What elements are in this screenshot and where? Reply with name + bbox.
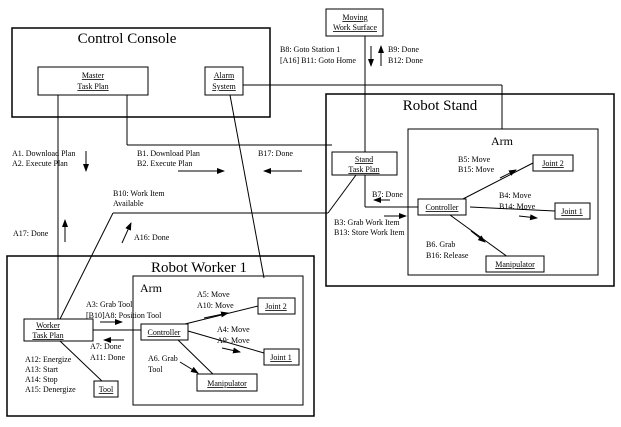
control-console-title: Control Console: [78, 31, 177, 47]
msg-a6-1: A6. Grab: [148, 354, 178, 363]
msg-a3: A3: Grab Tool: [86, 300, 133, 309]
robot-stand-title: Robot Stand: [403, 98, 478, 114]
worker-joint2-node[interactable]: Joint 2: [257, 297, 296, 315]
msg-b6: B6. Grab: [426, 240, 455, 249]
stand-manipulator-label: Manipulator: [495, 260, 535, 269]
msg-b8: B8: Goto Station 1: [280, 45, 340, 54]
stand-arm-box: [407, 128, 599, 276]
msg-b4: B4: Move: [499, 191, 532, 200]
master-task-plan-node[interactable]: Master Task Plan: [37, 66, 149, 96]
tool-label: Tool: [99, 385, 114, 394]
stand-controller-label: Controller: [426, 203, 459, 212]
msg-b13: B13: Store Work Item: [334, 228, 405, 237]
msg-a13: A13: Start: [25, 365, 59, 374]
robot-stand-box: [325, 93, 615, 287]
stand-task-plan-label-2: Task Plan: [348, 165, 379, 174]
msg-a6-2: Tool: [148, 365, 163, 374]
stand-manipulator-node[interactable]: Manipulator: [485, 255, 545, 273]
alarm-to-worker-line: [229, 94, 265, 279]
msg-a15: A15: Denergize: [25, 385, 76, 394]
stand-arm-title: Arm: [491, 134, 514, 148]
worker-task-plan-node[interactable]: Worker Task Plan: [23, 318, 94, 342]
worker-arm-box: [132, 275, 304, 406]
msg-a7: A7: Done: [90, 342, 122, 351]
msg-b10-1: B10: Work Item: [113, 189, 165, 198]
stand-to-worker-line-a: [327, 174, 357, 214]
worker-joint2-label: Joint 2: [265, 302, 287, 311]
worker-manipulator-label: Manipulator: [207, 379, 247, 388]
msg-b11: [A16] B11: Goto Home: [280, 56, 356, 65]
moving-work-surface-node[interactable]: Moving Work Surface: [325, 8, 384, 37]
msg-b16: B16: Release: [426, 251, 469, 260]
msg-a16: A16: Done: [134, 233, 170, 242]
msg-a5: A5: Move: [197, 290, 230, 299]
arrow-a6: [179, 361, 199, 374]
worker-manipulator-node[interactable]: Manipulator: [196, 373, 258, 392]
robot-worker-box: [6, 255, 315, 417]
stand-joint1-label: Joint 1: [561, 207, 583, 216]
msg-a2: A2. Execute Plan: [12, 159, 68, 168]
msg-b9: B9: Done: [388, 45, 419, 54]
msg-a8: [B10]A8: Position Tool: [86, 311, 162, 320]
tool-node[interactable]: Tool: [93, 380, 119, 398]
arrow-b4: [518, 214, 538, 221]
arrow-a4: [221, 347, 241, 354]
worker-controller-node[interactable]: Controller: [140, 323, 189, 341]
stand-joint2-label: Joint 2: [542, 159, 564, 168]
moving-work-surface-label-2: Work Surface: [333, 23, 377, 32]
stand-task-plan-label-1: Stand: [355, 155, 373, 164]
worker-arm-title: Arm: [140, 281, 163, 295]
arrow-b6: [470, 230, 486, 243]
control-console-box: [11, 27, 271, 118]
master-task-plan-label-1: Master: [82, 71, 105, 80]
alarm-system-label-2: System: [212, 82, 236, 91]
arrow-b10-up: [121, 222, 132, 244]
stand-ctrl-joint1-line: [469, 206, 556, 212]
msg-a10: A10: Move: [197, 301, 234, 310]
robot-worker-title: Robot Worker 1: [151, 260, 247, 276]
msg-b1: B1. Download Plan: [137, 149, 200, 158]
msg-b17: B17: Done: [258, 149, 293, 158]
msg-a14: A14: Stop: [25, 375, 58, 384]
stand-to-worker-line-c: [59, 212, 114, 320]
msg-a1: A1. Download Plan: [12, 149, 75, 158]
worker-controller-label: Controller: [148, 328, 181, 337]
alarm-system-label-1: Alarm: [214, 71, 235, 80]
moving-work-surface-label-1: Moving: [342, 13, 367, 22]
stand-joint1-node[interactable]: Joint 1: [554, 202, 591, 220]
msg-b3: B3: Grab Work Item: [334, 218, 400, 227]
msg-a12: A12: Energize: [25, 355, 72, 364]
msg-a17: A17: Done: [13, 229, 49, 238]
worker-joint1-node[interactable]: Joint 1: [263, 348, 300, 366]
master-task-plan-label-2: Task Plan: [77, 82, 108, 91]
msg-a11: A11: Done: [90, 353, 125, 362]
msg-b15: B15: Move: [458, 165, 495, 174]
worker-joint1-label: Joint 1: [270, 353, 292, 362]
stand-controller-node[interactable]: Controller: [417, 198, 467, 216]
worker-ctrl-joint1-line: [187, 330, 265, 354]
worker-task-plan-label-2: Task Plan: [32, 331, 63, 340]
msg-b12: B12: Done: [388, 56, 423, 65]
msg-a9: A9: Move: [217, 336, 250, 345]
worker-task-plan-label-1: Worker: [36, 321, 60, 330]
worker-tp-tool-line: [59, 340, 105, 384]
msg-b5: B5: Move: [458, 155, 491, 164]
arrow-a5: [203, 311, 229, 319]
stand-joint2-node[interactable]: Joint 2: [532, 154, 574, 172]
stand-ctrl-joint2-line: [458, 162, 534, 202]
stand-task-plan-node[interactable]: Stand Task Plan: [331, 151, 398, 176]
msg-a4: A4: Move: [217, 325, 250, 334]
msg-b14: B14: Move: [499, 202, 536, 211]
alarm-system-node[interactable]: Alarm System: [204, 66, 244, 96]
arrow-b5: [499, 169, 517, 179]
msg-b7: B7: Done: [372, 190, 403, 199]
msg-b2: B2. Execute Plan: [137, 159, 192, 168]
msg-b10-2: Available: [113, 199, 144, 208]
